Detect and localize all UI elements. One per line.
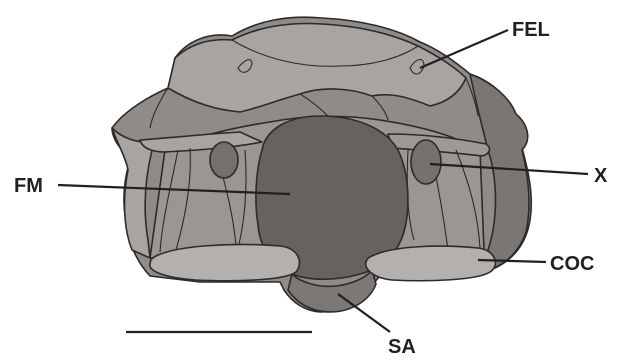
left-lateral-foramen — [210, 142, 238, 178]
label-coc: COC — [550, 253, 594, 275]
label-sa: SA — [388, 336, 416, 358]
right-occipital-condyle — [366, 246, 496, 281]
label-fel: FEL — [512, 19, 550, 41]
right-lateral-foramen — [411, 140, 441, 184]
label-fm: FM — [14, 175, 43, 197]
label-x: X — [594, 165, 608, 187]
left-occipital-condyle — [150, 244, 300, 280]
